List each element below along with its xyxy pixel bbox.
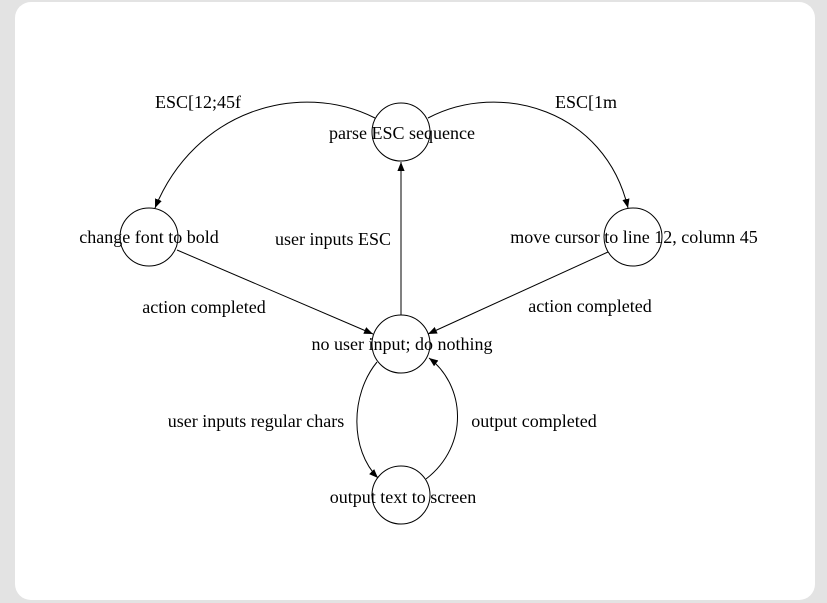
node-output-text: output text to screen [330, 465, 476, 525]
edge-output-to-idle [425, 357, 458, 480]
edge-label-idle-to-parse: user inputs ESC [275, 229, 391, 249]
edge-parse-to-bold [154, 101, 376, 209]
edge-idle-to-output [356, 361, 379, 479]
edge-label-output-to-idle: output completed [471, 411, 596, 431]
edge-label-bold-to-idle: action completed [142, 297, 265, 317]
node-label: output text to screen [330, 487, 476, 507]
node-label: move cursor to line 12, column 45 [510, 227, 757, 247]
edge-cursor-to-idle [427, 251, 609, 335]
node-move-cursor: move cursor to line 12, column 45 [510, 207, 758, 267]
node-parse-esc-sequence: parse ESC sequence [329, 102, 475, 162]
edge-label-idle-to-output: user inputs regular chars [168, 411, 344, 431]
edge-parse-to-cursor [427, 101, 630, 209]
node-change-font-to-bold: change font to bold [79, 207, 219, 267]
node-label: no user input; do nothing [312, 334, 493, 354]
node-label: change font to bold [79, 227, 218, 247]
node-idle: no user input; do nothing [312, 314, 493, 374]
edge-label-parse-to-cursor: ESC[1m [555, 92, 617, 112]
edge-label-parse-to-bold: ESC[12;45f [155, 92, 241, 112]
edge-bold-to-idle [176, 249, 374, 335]
edge-label-cursor-to-idle: action completed [528, 296, 651, 316]
node-label: parse ESC sequence [329, 123, 475, 143]
diagram-canvas [15, 2, 815, 600]
